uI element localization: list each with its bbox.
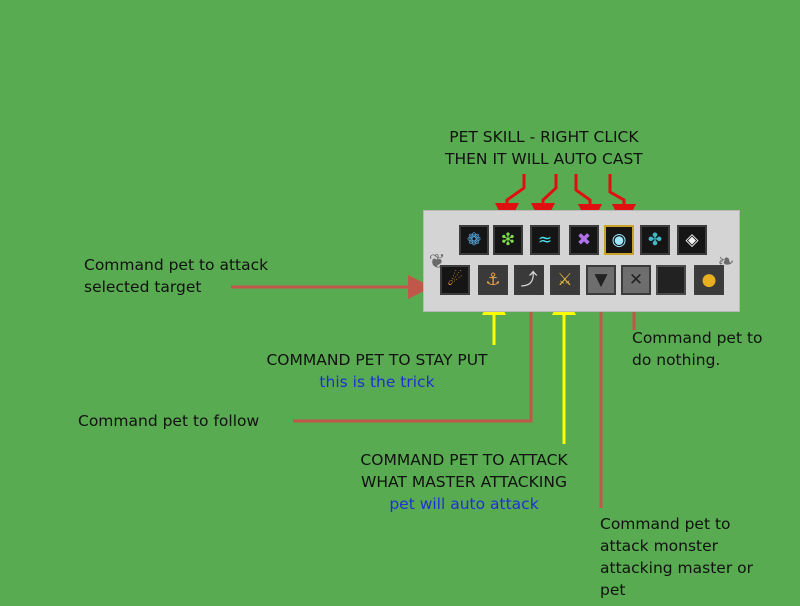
attack-master-label: COMMAND PET TO ATTACK WHAT MASTER ATTACK… [345,449,583,515]
attack-selected-line2: selected target [84,278,202,296]
defend-line3: attacking master or [600,559,753,577]
pet-skill-label-line1: PET SKILL - RIGHT CLICK [449,128,639,146]
stay-put-icon: ⚓ [485,269,501,290]
highlight-arrows [482,291,576,444]
skill-slot-1[interactable]: ❁ [459,225,489,255]
skill-slot-2[interactable]: ❇ [493,225,523,255]
do-nothing-button[interactable]: ✕ [621,265,651,295]
follow-button[interactable]: ⤴ [514,265,544,295]
attack-master-line1: COMMAND PET TO ATTACK [360,451,568,469]
skill-slot-3[interactable]: ≈ [530,225,560,255]
claw-skill-icon: ❁ [466,229,482,250]
stay-put-note: this is the trick [319,373,435,391]
attack-master-note: pet will auto attack [389,495,539,513]
stay-put-label: COMMAND PET TO STAY PUT this is the tric… [250,349,504,393]
attack-master-line2: WHAT MASTER ATTACKING [361,473,567,491]
bomb-icon: ● [701,269,717,290]
green-bolt-skill-icon: ❇ [500,229,516,250]
pet-skill-label: PET SKILL - RIGHT CLICK THEN IT WILL AUT… [445,126,643,170]
shield-plus-skill-icon: ✤ [647,229,663,250]
defend-line4: pet [600,581,626,599]
defend-master-button[interactable]: ▼ [586,265,616,295]
shield-cross-icon: ✕ [628,269,644,290]
follow-icon: ⤴ [520,269,538,290]
skill-slot-7[interactable]: ◈ [677,225,707,255]
skill-slot-6[interactable]: ✤ [640,225,670,255]
empty-command-slot[interactable] [656,265,686,295]
skill-slot-5[interactable]: ◉ [604,225,634,255]
attack-target-button[interactable]: ☄ [440,265,470,295]
blue-orb-skill-icon: ◉ [611,229,627,250]
defend-line2: attack monster [600,537,719,555]
bomb-command-button[interactable]: ● [694,265,724,295]
stay-put-button[interactable]: ⚓ [478,265,508,295]
follow-label: Command pet to follow [78,412,260,430]
attack-selected-line1: Command pet to attack [84,256,269,274]
defend-line1: Command pet to [600,515,731,533]
pet-control-panel: ❦ ❧ ❁ ❇ ≈ ✖ ◉ ✤ ◈ ☄ ⚓ ⤴ [423,210,740,312]
purple-cross-skill-icon: ✖ [576,229,592,250]
cyan-wave-skill-icon: ≈ [537,229,553,250]
pet-skill-label-line2: THEN IT WILL AUTO CAST [445,150,643,168]
do-nothing-line2: do nothing. [632,351,721,369]
defend-master-label: Command pet to attack monster attacking … [600,513,753,601]
attack-master-target-button[interactable]: ⚔ [550,265,580,295]
attack-selected-label: Command pet to attack selected target [84,254,268,298]
shield-icon: ▼ [594,269,608,290]
attack-target-icon: ☄ [447,269,463,290]
do-nothing-label: Command pet to do nothing. [632,327,763,371]
stay-put-title: COMMAND PET TO STAY PUT [266,351,488,369]
diamond-arrows-skill-icon: ◈ [685,229,699,250]
skill-slot-4[interactable]: ✖ [569,225,599,255]
sword-icon: ⚔ [557,269,573,290]
do-nothing-line1: Command pet to [632,329,763,347]
